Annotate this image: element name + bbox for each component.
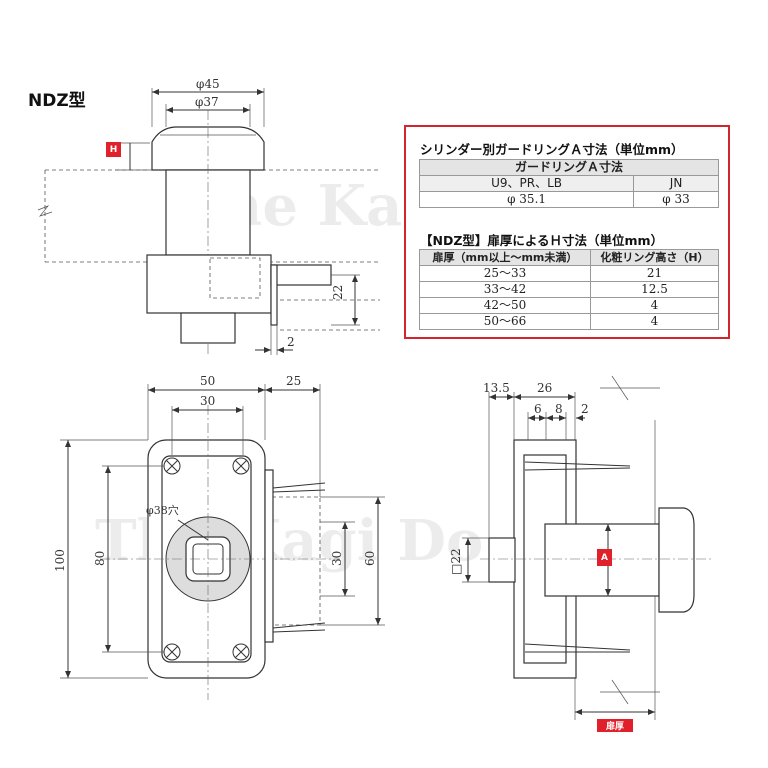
dim-square-22: □22 <box>449 548 463 575</box>
h-row-height: 21 <box>589 265 720 282</box>
h-dimension-table: 扉厚（mm以上〜mm未満） 化粧リング高さ（H） 25〜33 21 33〜42 … <box>419 249 720 330</box>
h-col-1: 扉厚（mm以上〜mm未満） <box>419 249 591 266</box>
guard-ring-col-2: JN <box>633 175 719 192</box>
dim-30-top: 30 <box>200 394 215 408</box>
front-view: 50 25 30 100 80 30 60 φ38穴 <box>53 374 385 700</box>
guard-ring-title: シリンダー別ガードリングＡ寸法（単位mm） <box>420 142 684 157</box>
dim-80: 80 <box>93 551 107 566</box>
h-row-range: 25〜33 <box>419 265 591 282</box>
a-badge: A <box>597 549 612 566</box>
dim-25: 25 <box>286 374 301 388</box>
dim-22-top: 22 <box>331 285 345 300</box>
table-row: 25〜33 21 <box>419 265 720 282</box>
h-row-height: 4 <box>589 297 720 314</box>
guard-ring-col-1: U9、PR、LB <box>418 175 635 192</box>
dim-8: 8 <box>555 402 563 416</box>
dim-2-side: 2 <box>581 402 589 416</box>
dim-50: 50 <box>200 374 215 388</box>
model-title: NDZ型 <box>28 91 86 111</box>
guard-ring-table: ガードリングＡ寸法 U9、PR、LB JN φ 35.1 φ 33 <box>418 159 719 208</box>
h-row-height: 4 <box>589 313 720 330</box>
door-thickness-badge: 扉厚 <box>597 719 633 732</box>
dim-60: 60 <box>363 551 377 566</box>
h-row-height: 12.5 <box>589 281 720 298</box>
guard-ring-header: ガードリングＡ寸法 <box>419 159 719 176</box>
spec-panel: シリンダー別ガードリングＡ寸法（単位mm） ガードリングＡ寸法 U9、PR、LB… <box>404 125 730 339</box>
table-row: 42〜50 4 <box>419 297 720 314</box>
dim-6: 6 <box>534 402 542 416</box>
side-view: 13.5 26 6 8 2 □22 <box>449 375 712 720</box>
table-row: 33〜42 12.5 <box>419 281 720 298</box>
h-dimension-title: 【NDZ型】扉厚によるＨ寸法（単位mm） <box>420 233 664 248</box>
h-row-range: 50〜66 <box>419 313 591 330</box>
h-row-range: 33〜42 <box>419 281 591 298</box>
dim-outer-diameter: φ45 <box>196 77 220 91</box>
dim-30-side: 30 <box>330 551 344 566</box>
dim-100: 100 <box>53 549 67 572</box>
dim-26: 26 <box>537 381 552 395</box>
dim-13-5: 13.5 <box>483 381 510 395</box>
h-row-range: 42〜50 <box>419 297 591 314</box>
guard-ring-value-2: φ 33 <box>633 191 719 208</box>
top-view: φ45 φ37 22 2 <box>37 77 380 355</box>
hole-label: φ38穴 <box>146 503 179 517</box>
dim-inner-diameter: φ37 <box>195 95 219 109</box>
guard-ring-value-1: φ 35.1 <box>418 191 635 208</box>
dim-2-top: 2 <box>287 335 295 349</box>
table-row: 50〜66 4 <box>419 313 720 330</box>
h-badge: H <box>106 142 121 157</box>
h-col-2: 化粧リング高さ（H） <box>589 249 720 266</box>
